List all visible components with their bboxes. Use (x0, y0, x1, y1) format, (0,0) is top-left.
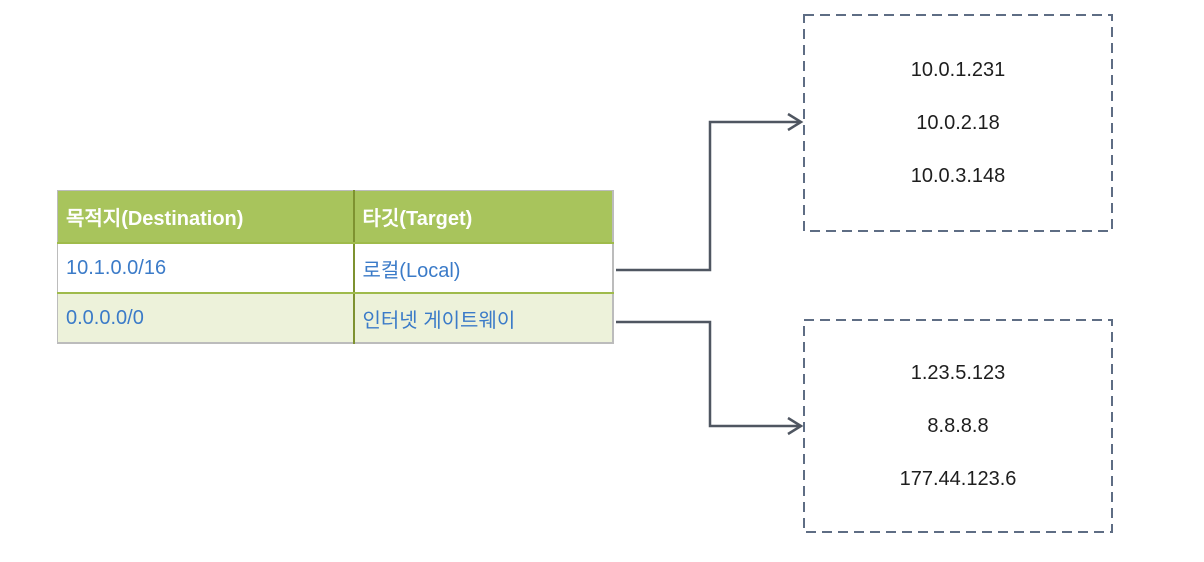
ip-address: 177.44.123.6 (899, 467, 1017, 490)
destination-cell: 0.0.0.0/0 (57, 293, 354, 343)
route-table-row-local: 10.1.0.0/16 로컬(Local) (57, 243, 613, 294)
local-connector-arrow (616, 120, 799, 272)
local-connector-arrowhead (787, 112, 804, 132)
ip-address: 1.23.5.123 (910, 361, 1006, 384)
route-table-header-target: 타깃(Target) (352, 190, 613, 244)
internet-connector-arrow (616, 320, 799, 428)
ip-address: 8.8.8.8 (927, 414, 989, 437)
internet-connector-arrowhead (787, 416, 804, 436)
internet-ips-box: 1.23.5.123 8.8.8.8 177.44.123.6 (804, 320, 1112, 532)
route-table-header-destination: 목적지(Destination) (57, 190, 354, 244)
ip-address: 10.0.3.148 (910, 164, 1006, 187)
route-table: 목적지(Destination) 타깃(Target) 10.1.0.0/16 … (57, 190, 614, 344)
ip-address: 10.0.2.18 (916, 111, 1000, 134)
local-ips-box: 10.0.1.231 10.0.2.18 10.0.3.148 (804, 15, 1112, 231)
route-table-row-internet-gateway: 0.0.0.0/0 인터넷 게이트웨이 (57, 293, 613, 343)
target-cell: 인터넷 게이트웨이 (352, 293, 613, 343)
target-cell: 로컬(Local) (352, 243, 613, 294)
route-table-header-row: 목적지(Destination) 타깃(Target) (57, 190, 613, 244)
ip-address: 10.0.1.231 (910, 58, 1006, 81)
destination-cell: 10.1.0.0/16 (57, 243, 354, 294)
